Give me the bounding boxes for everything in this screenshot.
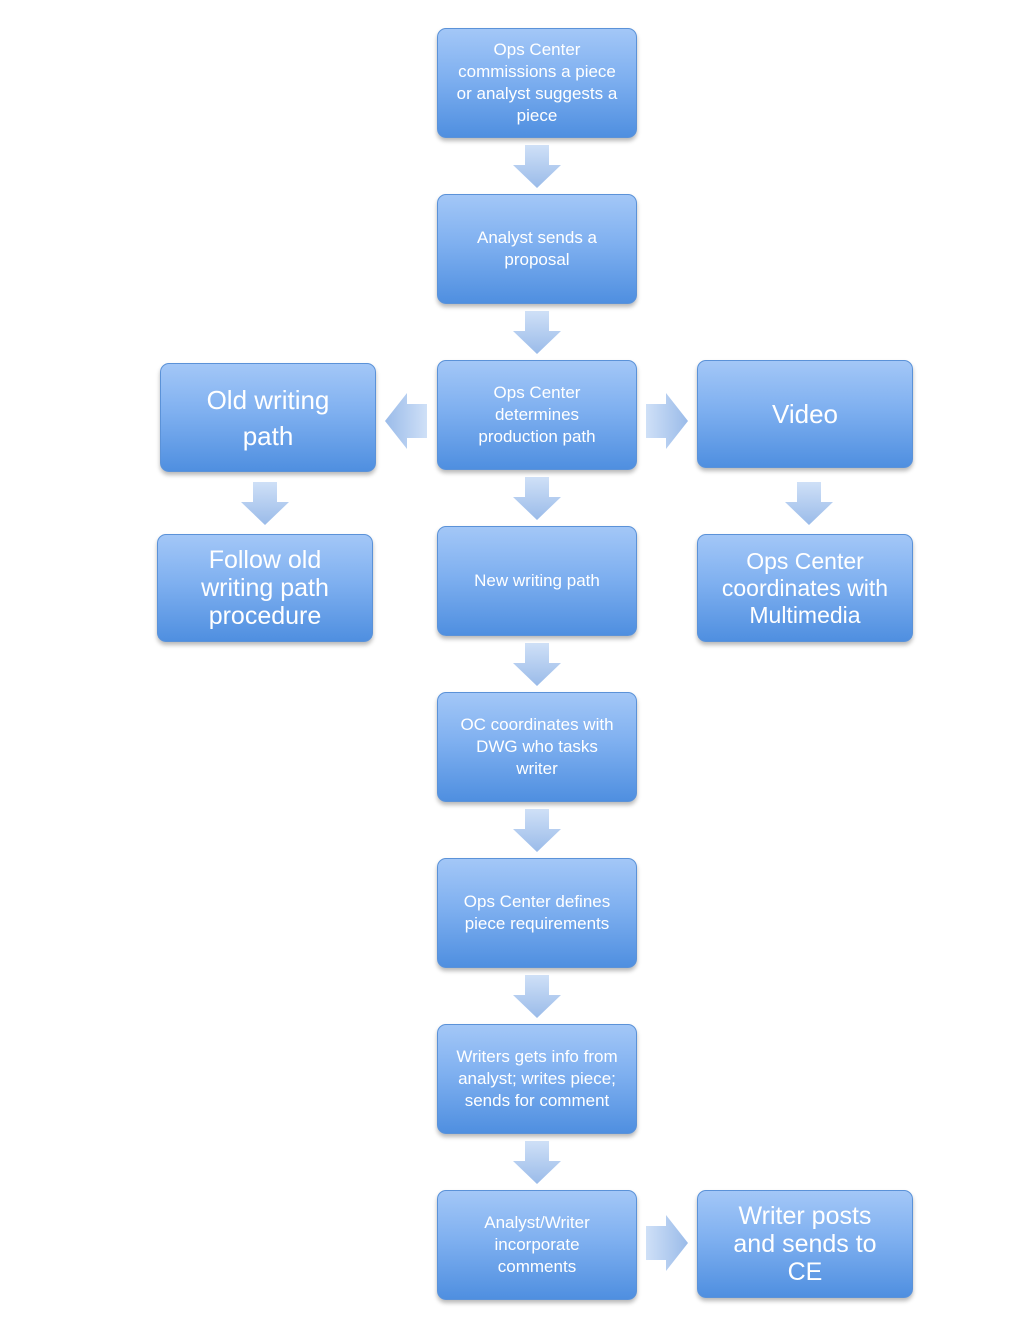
arrow-down-right <box>785 482 833 525</box>
node-oc-dwg-label: OC coordinates with DWG who tasks writer <box>460 715 614 778</box>
node-writer-info-label: Writers gets info from analyst; writes p… <box>456 1047 618 1110</box>
arrow-down-6 <box>513 975 561 1018</box>
arrow-down-4 <box>513 643 561 686</box>
node-writer-info: Writers gets info from analyst; writes p… <box>437 1024 637 1134</box>
node-multimedia: Ops Center coordinates with Multimedia <box>697 534 913 642</box>
node-video-label: Video <box>771 399 839 429</box>
node-requirements: Ops Center defines piece requirements <box>437 858 637 968</box>
arrow-down-2 <box>513 311 561 354</box>
node-incorporate: Analyst/Writer incorporate comments <box>437 1190 637 1300</box>
node-determine: Ops Center determines production path <box>437 360 637 470</box>
arrow-down-7 <box>513 1141 561 1184</box>
node-commission-label: Ops Center commissions a piece or analys… <box>456 40 618 125</box>
node-new-path: New writing path <box>437 526 637 636</box>
node-old-path-label: Old writing path <box>206 384 330 451</box>
node-follow-old-label: Follow old writing path procedure <box>201 546 329 630</box>
node-follow-old: Follow old writing path procedure <box>157 534 373 642</box>
node-multimedia-label: Ops Center coordinates with Multimedia <box>721 547 889 628</box>
node-posts-label: Writer posts and sends to CE <box>733 1202 877 1286</box>
node-commission: Ops Center commissions a piece or analys… <box>437 28 637 138</box>
node-new-path-label: New writing path <box>474 571 600 590</box>
node-posts: Writer posts and sends to CE <box>697 1190 913 1298</box>
arrow-left-old <box>385 393 427 449</box>
arrow-right-posts <box>646 1215 688 1271</box>
node-old-path: Old writing path <box>160 363 376 472</box>
node-incorporate-label: Analyst/Writer incorporate comments <box>484 1213 590 1276</box>
node-proposal: Analyst sends a proposal <box>437 194 637 304</box>
arrow-down-left <box>241 482 289 525</box>
arrow-down-1 <box>513 145 561 188</box>
arrow-right-video <box>646 393 688 449</box>
node-video: Video <box>697 360 913 468</box>
node-proposal-label: Analyst sends a proposal <box>476 228 597 269</box>
node-determine-label: Ops Center determines production path <box>478 383 596 446</box>
arrow-down-3 <box>513 477 561 520</box>
arrow-down-5 <box>513 809 561 852</box>
node-requirements-label: Ops Center defines piece requirements <box>463 892 611 933</box>
node-oc-dwg: OC coordinates with DWG who tasks writer <box>437 692 637 802</box>
